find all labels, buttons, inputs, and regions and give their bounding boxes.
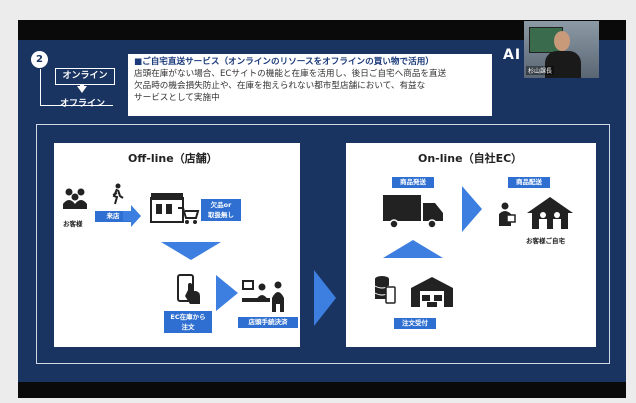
customers-icon <box>63 188 87 209</box>
server-icon <box>374 276 396 304</box>
service-description-box: ■ご自宅直送サービス（オンラインのリソースをオフラインの買い物で活用） 店頭在庫… <box>128 54 492 116</box>
description-line-2: 欠品時の機会損失防止や、在庫を抱えられない都市型店舗において、有益な <box>134 81 426 91</box>
down-arrow-stem <box>80 84 84 87</box>
offline-label: オフライン <box>60 99 106 109</box>
online-panel <box>346 143 596 347</box>
customer-label: お客様 <box>63 220 83 228</box>
presenter-head <box>554 31 570 51</box>
out-of-stock-label: 欠品or 取扱無し <box>201 199 241 221</box>
order-received-label: 注文受付 <box>394 318 436 329</box>
down-arrow-offline-icon <box>161 242 221 260</box>
payment-label: 店頭手続決済 <box>238 317 298 328</box>
phone-tap-icon <box>177 274 200 304</box>
store-cart-icon <box>150 193 200 224</box>
bottom-letterbox <box>18 382 626 398</box>
presenter-body <box>545 51 581 78</box>
offline-right-arrow-icon <box>216 275 238 311</box>
down-arrow-icon <box>77 86 87 93</box>
home-icon <box>527 197 573 229</box>
ship-label: 商品発送 <box>392 177 434 188</box>
webcam-overlay: 杉山課長 <box>524 21 599 78</box>
company-logo: AI <box>503 47 522 63</box>
deliver-label: 商品配送 <box>508 177 550 188</box>
visit-label: 来店 <box>95 211 131 222</box>
diagram-border <box>36 124 610 364</box>
offline-panel-title: Off-line（店舗） <box>128 152 218 165</box>
warehouse-icon <box>411 277 453 307</box>
order-from-ec-label: EC在庫から 注文 <box>164 311 212 333</box>
description-line-3: サービスとして実施中 <box>134 93 220 103</box>
delivery-truck-icon <box>383 195 443 229</box>
presenter-name: 杉山課長 <box>526 66 555 75</box>
delivery-person-icon <box>499 202 516 226</box>
description-line-1: 店頭在庫がない場合、ECサイトの機能と在庫を活用し、後日ご自宅へ商品を直送 <box>134 69 447 79</box>
online-offline-bracket <box>40 69 113 106</box>
walking-person-icon <box>112 183 124 205</box>
center-right-arrow-icon <box>314 270 336 326</box>
checkout-counter-icon <box>242 280 284 312</box>
online-panel-title: On-line（自社EC） <box>418 152 523 165</box>
online-up-arrow-icon <box>383 240 443 258</box>
visit-arrow-icon <box>123 205 141 227</box>
online-right-arrow-icon <box>462 186 482 232</box>
slide-number-badge: 2 <box>31 51 48 68</box>
home-label: お客様ご自宅 <box>526 237 565 245</box>
description-title: ■ご自宅直送サービス（オンラインのリソースをオフラインの買い物で活用） <box>134 57 434 67</box>
online-label: オンライン <box>55 68 115 85</box>
top-letterbox <box>18 20 626 40</box>
